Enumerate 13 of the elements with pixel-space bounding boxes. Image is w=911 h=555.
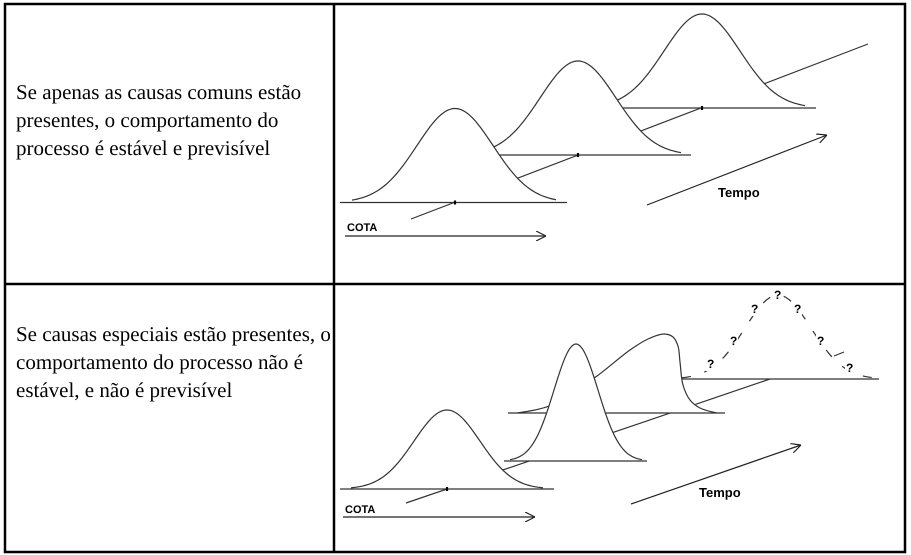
question-mark: ?: [816, 335, 826, 348]
axis-label: COTA: [345, 503, 376, 518]
question-mark: ?: [793, 303, 802, 316]
question-mark: ?: [706, 358, 716, 371]
axis-label: Tempo: [699, 485, 741, 500]
question-mark: ?: [729, 335, 738, 348]
statement-text: Se causas especiais estão presentes, o comportamento do processo não é estável, e não é previsível: [16, 321, 332, 404]
question-mark: ?: [773, 289, 782, 302]
question-mark: ?: [845, 362, 854, 375]
statement-text: Se apenas as causas comuns estão presentes, o comportamento do processo é estável e previsível: [16, 79, 302, 162]
axis-label: Tempo: [718, 185, 760, 200]
axis-label: COTA: [347, 221, 378, 236]
question-mark: ?: [750, 303, 760, 316]
